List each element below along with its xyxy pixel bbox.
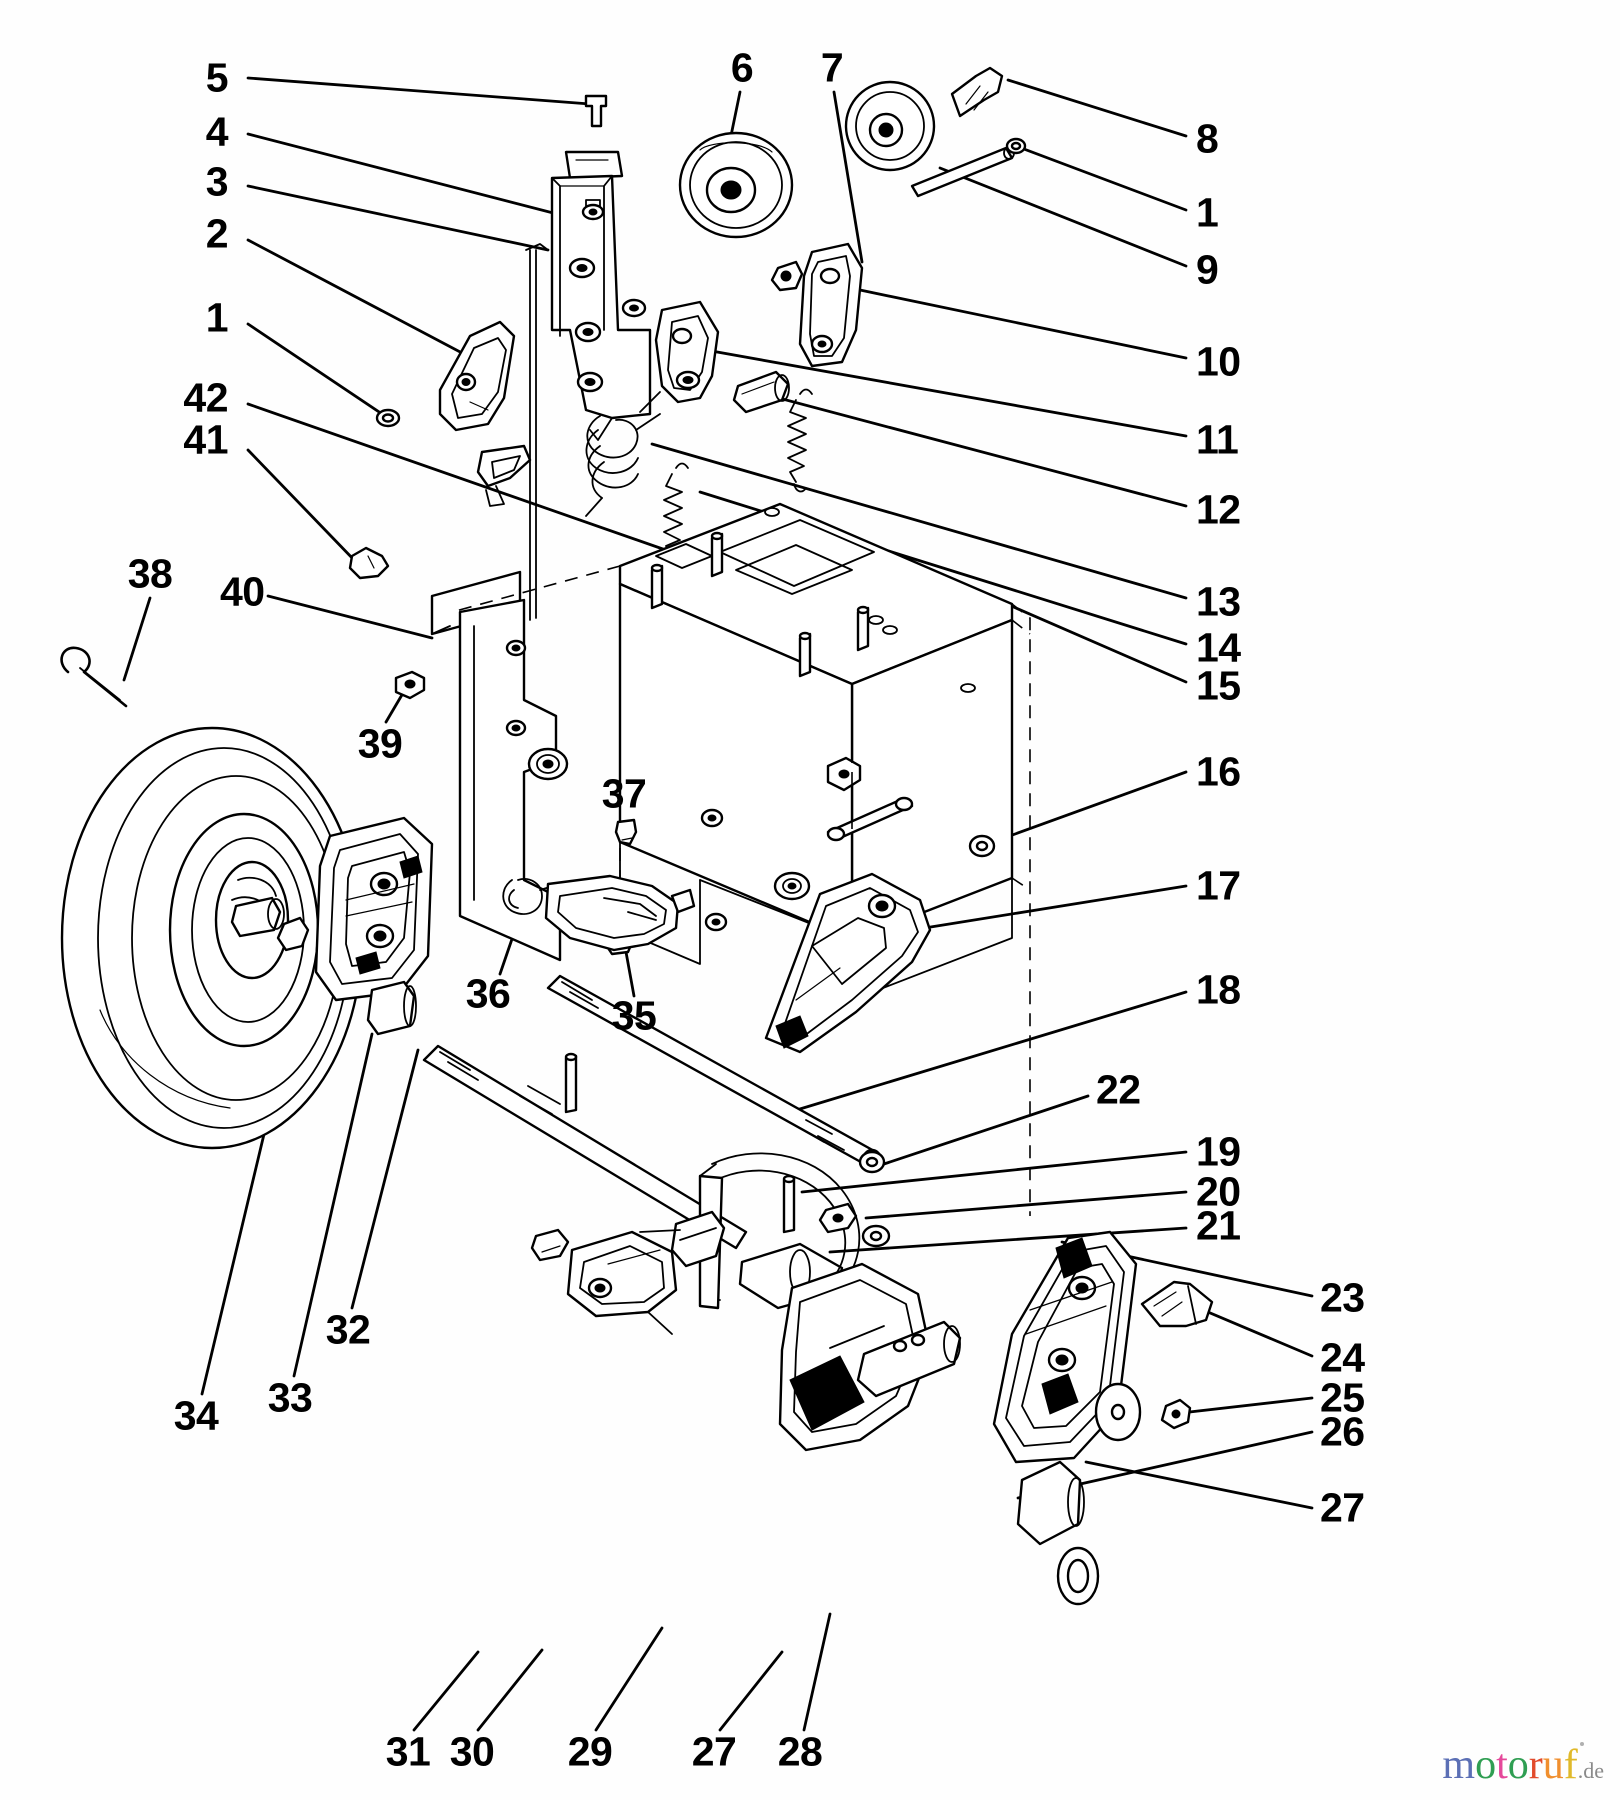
callout-1-right: 1 <box>1196 189 1219 236</box>
upper-bracket-assembly <box>525 94 652 621</box>
part-31-bolt <box>530 1228 570 1262</box>
main-frame-housing <box>451 502 1031 1216</box>
middle-linkage <box>502 818 696 956</box>
callout-18: 18 <box>1196 966 1241 1013</box>
callout-7: 7 <box>820 44 844 91</box>
callout-33: 33 <box>267 1374 313 1421</box>
part-5-bolt <box>584 94 608 128</box>
callout-4: 4 <box>205 108 229 155</box>
part-39-flange-nut <box>394 670 426 700</box>
callout-38: 38 <box>127 550 173 597</box>
callout-27-bottom: 27 <box>691 1728 737 1775</box>
callout-11: 11 <box>1196 416 1239 463</box>
part-9-rod <box>910 146 1015 198</box>
callout-37: 37 <box>601 770 647 817</box>
part-42-clip <box>476 444 532 507</box>
callout-3: 3 <box>205 158 229 205</box>
callout-21: 21 <box>1196 1202 1241 1249</box>
part-10-idler-arm <box>798 242 864 368</box>
motoruf-watermark: motoruf.de <box>1442 1742 1604 1788</box>
callout-16: 16 <box>1196 748 1241 795</box>
callout-20: 20 <box>1196 1168 1241 1215</box>
part-6-pulley <box>678 131 794 239</box>
part-32-caster-arm <box>314 816 434 1002</box>
callout-10: 10 <box>1196 338 1241 385</box>
callout-39: 39 <box>357 720 403 767</box>
part-20-pin <box>818 1202 858 1234</box>
part-13-torsion-spring <box>585 413 661 517</box>
tire-profile-detail <box>99 1009 231 1109</box>
callout-23: 23 <box>1320 1274 1365 1321</box>
callout-27-right: 27 <box>1320 1484 1365 1531</box>
watermark-letter-m: m <box>1442 1742 1476 1788</box>
callout-8: 8 <box>1196 115 1219 162</box>
callout-40: 40 <box>220 568 265 615</box>
callout-9: 9 <box>1196 246 1219 293</box>
callout-31: 31 <box>385 1728 431 1775</box>
callout-34: 34 <box>173 1392 219 1439</box>
part-27-washer <box>1056 1546 1100 1606</box>
part-37-bolt <box>614 818 638 846</box>
callout-5: 5 <box>205 54 229 101</box>
part-41-stud <box>348 546 390 580</box>
callout-42: 42 <box>183 374 228 421</box>
watermark-letter-u: u <box>1542 1742 1564 1788</box>
part-24-bolt <box>1140 1280 1214 1328</box>
leader-lines <box>122 76 1314 1732</box>
callout-2: 2 <box>205 210 229 257</box>
part-11-nut <box>770 260 804 292</box>
callout-12: 12 <box>1196 486 1241 533</box>
callout-30: 30 <box>449 1728 495 1775</box>
part-26-bushing <box>1016 1460 1085 1546</box>
part-17-lever-arm <box>764 872 932 1054</box>
part-21-washer <box>861 1224 891 1248</box>
part-33-bushing <box>366 980 417 1036</box>
part-25-nut <box>1160 1398 1192 1430</box>
part-15-extension-spring <box>787 388 813 493</box>
callout-13: 13 <box>1196 578 1241 625</box>
callout-32: 32 <box>325 1306 371 1353</box>
callout-26: 26 <box>1320 1408 1365 1455</box>
right-caster-assembly <box>992 1230 1214 1606</box>
lower-left-bracket <box>530 1210 726 1335</box>
callout-19: 19 <box>1196 1128 1241 1175</box>
part-22-washer <box>858 1150 886 1174</box>
callout-36: 36 <box>465 970 511 1017</box>
part-12-cam-lever <box>639 300 720 413</box>
part-2-guard-plate <box>438 320 516 432</box>
callout-17: 17 <box>1196 862 1241 909</box>
watermark-letter-o1: o <box>1475 1742 1497 1788</box>
callout-14: 14 <box>1196 624 1241 671</box>
wheel-assembly <box>60 726 364 1150</box>
watermark-letter-f: f <box>1563 1742 1584 1788</box>
watermark-letter-o2: o <box>1507 1742 1529 1788</box>
watermark-letter-r: r <box>1528 1742 1543 1788</box>
part-38-hairpin <box>60 646 128 708</box>
watermark-letter-t: t <box>1496 1742 1508 1788</box>
part-7-pulley-and-bolt <box>844 66 1004 172</box>
part-12-bushing <box>732 370 790 414</box>
callout-6: 6 <box>730 44 754 91</box>
callout-22: 22 <box>1096 1066 1141 1113</box>
lower-center-fork <box>778 1262 962 1452</box>
callout-25: 25 <box>1320 1374 1365 1421</box>
callout-24: 24 <box>1320 1334 1365 1381</box>
watermark-tld: .de <box>1577 1758 1604 1783</box>
callout-28: 28 <box>777 1728 823 1775</box>
callout-29: 29 <box>567 1728 613 1775</box>
callout-1-left: 1 <box>205 294 229 341</box>
callout-35: 35 <box>611 992 657 1039</box>
callout-15: 15 <box>1196 662 1241 709</box>
callout-41: 41 <box>183 416 228 463</box>
